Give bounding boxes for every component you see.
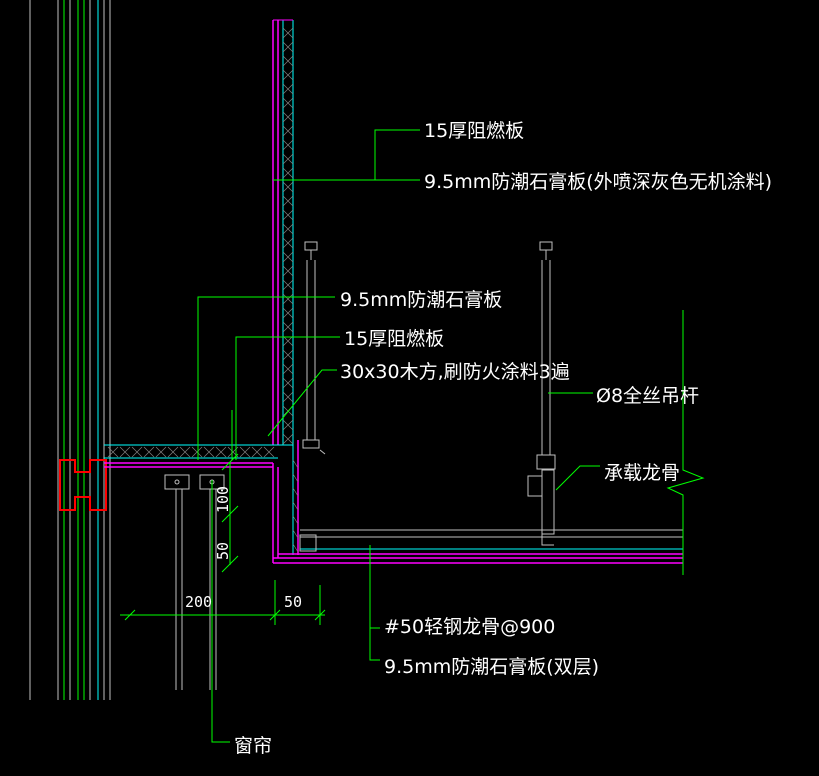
dim-50-horizontal: 50 [284, 593, 302, 611]
label-main-keel: 承载龙骨 [604, 462, 680, 484]
dim-200: 200 [185, 593, 212, 611]
label-gypsum-mid: 9.5mm防潮石膏板 [340, 288, 502, 311]
label-fire-board-top: 15厚阻燃板 [424, 120, 524, 142]
label-fire-board-mid: 15厚阻燃板 [344, 328, 444, 350]
label-wood-square: 30x30木方,刷防火涂料3遍 [340, 361, 570, 383]
window-frame-icon [59, 459, 107, 511]
ceiling-boards [273, 529, 683, 564]
label-gypsum-bottom: 9.5mm防潮石膏板(双层) [384, 655, 599, 678]
leader-lines [197, 129, 600, 743]
dim-50-vertical: 50 [214, 542, 232, 560]
hanger-rod-right [527, 241, 556, 546]
label-hanger-rod: Ø8全丝吊杆 [596, 385, 699, 407]
label-gypsum-top: 9.5mm防潮石膏板(外喷深灰色无机涂料) [424, 170, 772, 193]
hanger-rod-left [302, 241, 326, 455]
soffit-structure [104, 444, 293, 563]
wall-layers [272, 19, 299, 555]
dimension-lines [120, 453, 326, 625]
break-line [666, 310, 705, 575]
label-light-steel-keel: #50轻钢龙骨@900 [384, 616, 555, 638]
dim-100: 100 [214, 486, 232, 513]
label-curtain: 窗帘 [234, 735, 272, 757]
curtain-wall [29, 0, 111, 700]
